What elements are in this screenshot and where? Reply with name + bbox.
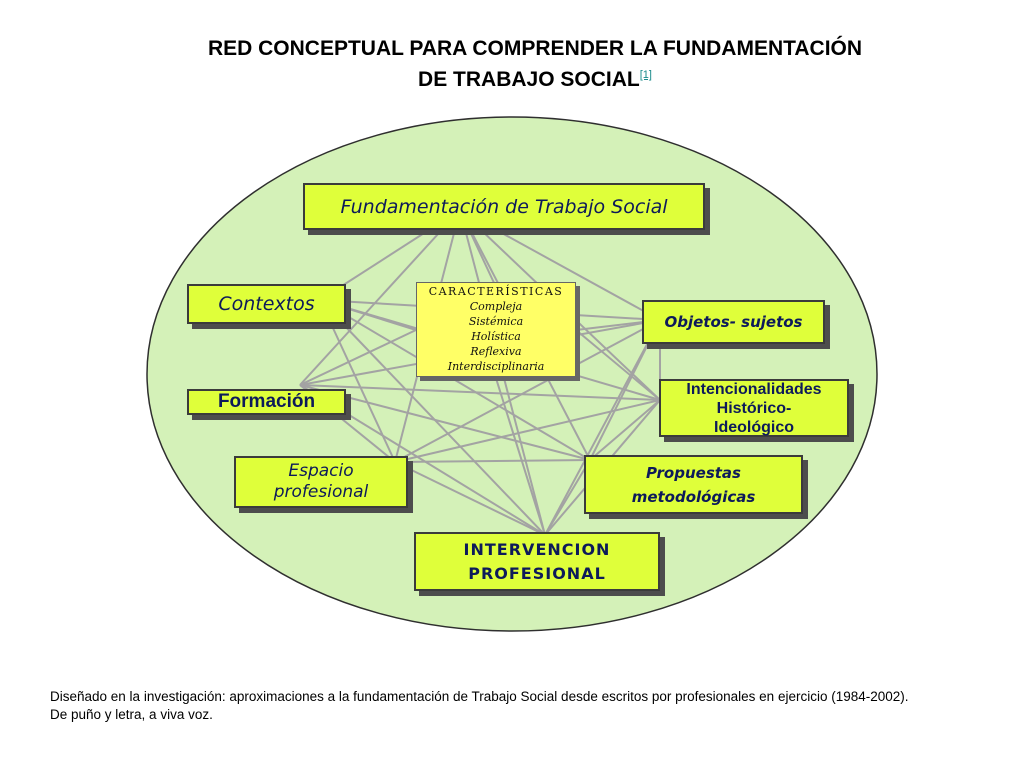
page-title: RED CONCEPTUAL PARA COMPRENDER LA FUNDAM… — [150, 36, 920, 93]
node-formacion: Formación — [187, 389, 346, 415]
node-contextos: Contextos — [187, 284, 346, 324]
connector-line — [394, 319, 661, 463]
connector-line — [494, 374, 546, 536]
node-propuestas-metodologicas: Propuestas metodológicas — [584, 455, 803, 514]
footnote-link[interactable]: [1] — [639, 69, 652, 81]
node-intervencion-line2: PROFESIONAL — [468, 563, 606, 583]
node-espacio-line1: Espacio — [288, 461, 354, 481]
connector-line — [394, 459, 591, 463]
caracteristica-item: Reflexiva — [470, 345, 522, 358]
figure-caption: Diseñado en la investigación: aproximaci… — [50, 688, 1000, 724]
node-intencionalidades-line2: Histórico- — [716, 399, 792, 417]
node-intervencion-line1: INTERVENCION — [463, 539, 611, 559]
node-propuestas-line1: Propuestas — [646, 463, 741, 482]
caption-line-1: Diseñado en la investigación: aproximaci… — [50, 689, 909, 704]
node-espacio-line2: profesional — [273, 482, 369, 502]
connector-line — [299, 209, 461, 386]
title-line-1: RED CONCEPTUAL PARA COMPRENDER LA FUNDAM… — [207, 37, 863, 60]
connector-line — [299, 329, 417, 386]
node-intencionalidades-line1: Intencionalidades — [686, 380, 822, 398]
node-fundamentacion: Fundamentación de Trabajo Social — [303, 183, 705, 230]
node-fundamentacion-label: Fundamentación de Trabajo Social — [340, 195, 668, 218]
node-contextos-label: Contextos — [218, 293, 315, 315]
connector-line — [394, 461, 546, 536]
connector-lines — [299, 209, 661, 536]
caracteristica-item: Holística — [471, 330, 521, 343]
node-objetos-label: Objetos- sujetos — [664, 313, 803, 331]
caracteristica-item: Interdisciplinaria — [447, 360, 545, 373]
connector-line — [319, 299, 546, 536]
caption-line-2: De puño y letra, a viva voz. — [50, 707, 213, 722]
node-intencionalidades-line3: Ideológico — [714, 418, 794, 436]
connector-line — [319, 299, 591, 461]
node-espacio-profesional: Espacio profesional — [234, 456, 408, 508]
connector-line — [575, 329, 661, 401]
connector-line — [299, 384, 591, 461]
caracteristica-item: Compleja — [469, 300, 523, 313]
node-propuestas-line2: metodológicas — [631, 487, 756, 506]
connector-line — [544, 319, 661, 536]
node-objetos-sujetos: Objetos- sujetos — [642, 300, 825, 344]
connector-line — [299, 384, 661, 401]
title-line-2: DE TRABAJO SOCIAL[1] — [418, 68, 652, 91]
connector-line — [589, 399, 661, 461]
node-caracteristicas: CARACTERÍSTICAS Compleja Sistémica Holís… — [416, 282, 576, 377]
node-formacion-label: Formación — [217, 391, 316, 412]
node-intervencion-profesional: INTERVENCION PROFESIONAL — [414, 532, 660, 591]
caracteristicas-heading: CARACTERÍSTICAS — [428, 285, 564, 298]
connector-line — [544, 459, 591, 536]
node-intencionalidades: Intencionalidades Histórico- Ideológico — [659, 379, 849, 437]
caracteristica-item: Sistémica — [468, 315, 524, 328]
